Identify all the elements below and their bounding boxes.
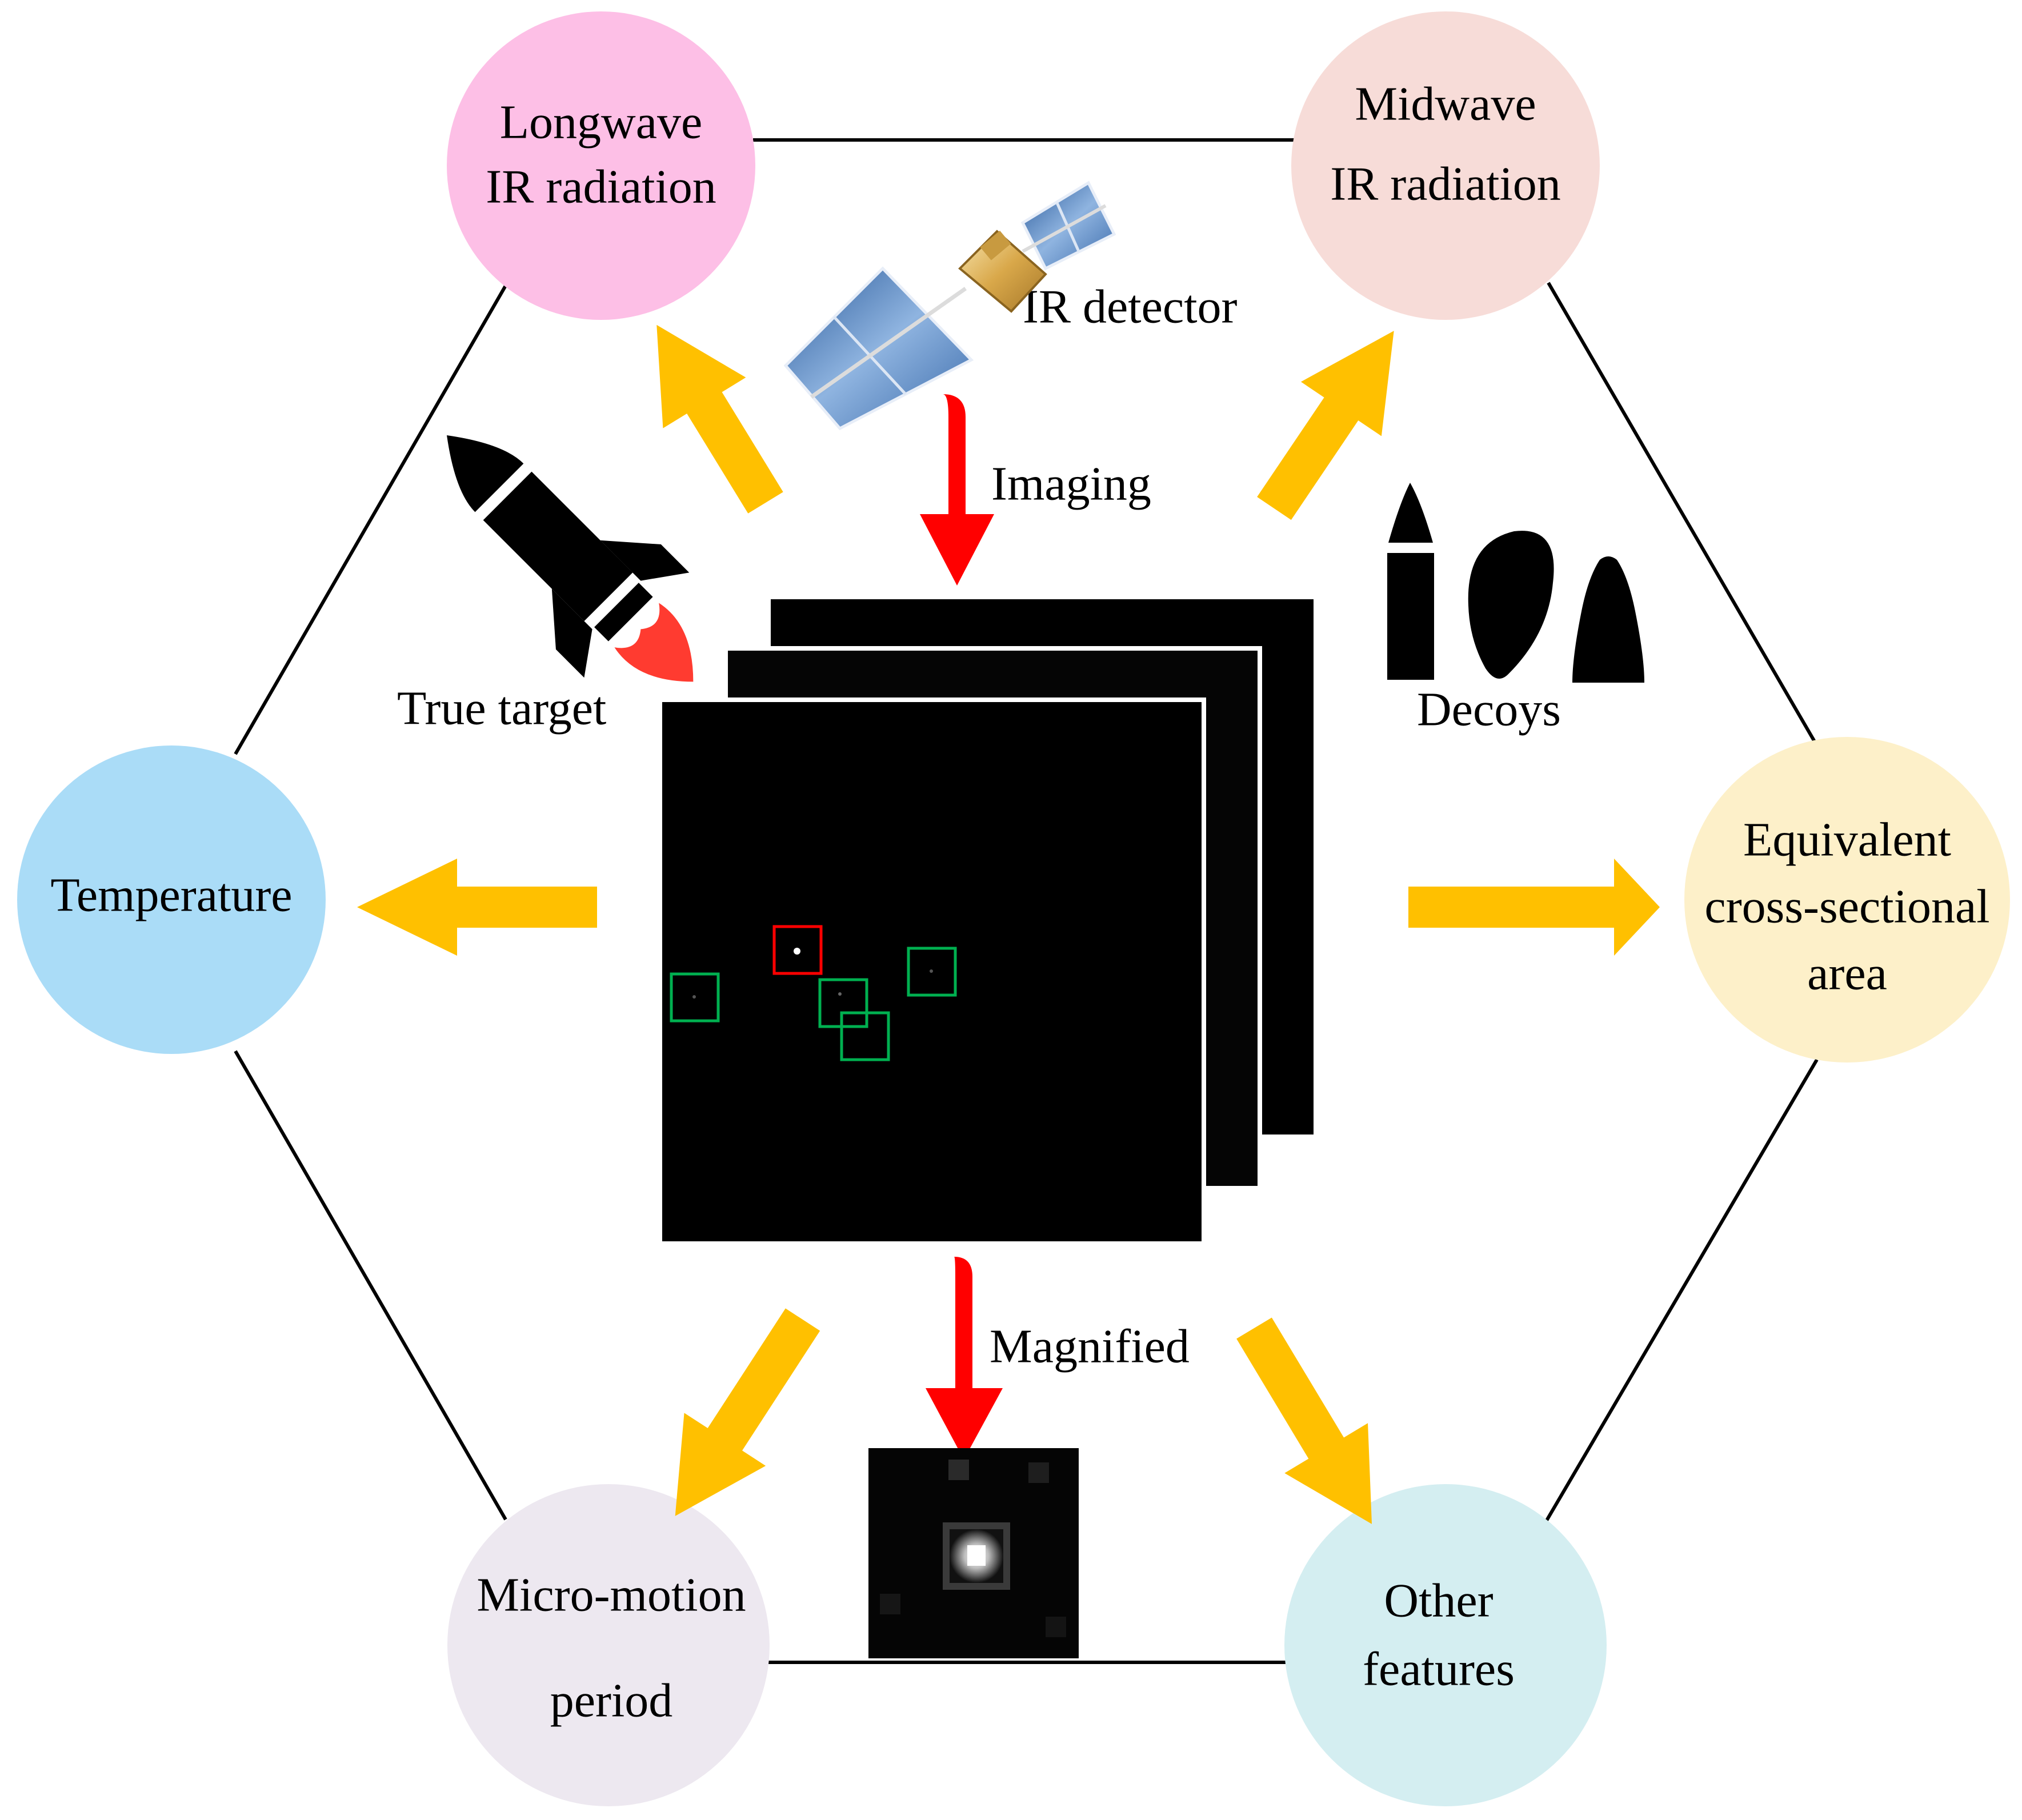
arrow-to-other [1236, 1317, 1372, 1524]
decoy-pointed-cylinder-body [1387, 553, 1434, 680]
node-longwave-circle [447, 11, 755, 320]
arrow-to-longwave [656, 324, 783, 514]
node-midwave-line1: Midwave [1355, 77, 1536, 130]
node-temperature-circle [17, 745, 326, 1054]
node-equivalent-line2: cross-sectional [1704, 880, 1989, 933]
node-temperature-label: Temperature [50, 868, 292, 921]
node-equivalent-line1: Equivalent [1743, 813, 1951, 866]
arrow-to-temperature [357, 859, 597, 956]
satellite-right-boom [1022, 204, 1107, 253]
hexagon-frame [234, 138, 1819, 1664]
red-arrows [920, 394, 1003, 1460]
ir-frame-stack [658, 595, 1318, 1246]
hex-edge-top-right [1547, 282, 1819, 747]
decoy-cone [1572, 556, 1644, 683]
true-target-point [794, 948, 800, 955]
yellow-arrows [357, 324, 1660, 1524]
arrow-magnified [926, 1257, 1003, 1460]
label-decoys: Decoys [1417, 683, 1561, 736]
true-target-box [772, 925, 823, 975]
magnified-noise-2 [1028, 1462, 1049, 1483]
hex-edge-top-left [234, 284, 507, 755]
node-equivalent-line3: area [1807, 947, 1887, 1000]
label-magnified: Magnified [990, 1320, 1190, 1373]
node-midwave: Midwave IR radiation [1291, 11, 1600, 320]
node-midwave-circle [1291, 11, 1600, 320]
arrow-to-micromotion [675, 1308, 820, 1516]
decoy-box-4 [907, 947, 957, 997]
node-other-circle [1284, 1484, 1607, 1806]
node-longwave-line2: IR radiation [486, 160, 716, 213]
arrow-imaging [920, 394, 994, 586]
label-true-target: True target [397, 682, 606, 735]
node-micromotion-circle [447, 1484, 770, 1806]
decoy-box-2 [818, 978, 868, 1028]
node-longwave: Longwave IR radiation [447, 11, 755, 320]
node-longwave-line1: Longwave [500, 95, 703, 149]
hex-edge-bottom-left [234, 1050, 507, 1521]
node-other-line1: Other [1384, 1574, 1493, 1627]
arrow-to-midwave [1257, 331, 1394, 520]
magnified-noise-3 [880, 1594, 900, 1614]
rocket-flame [614, 603, 694, 682]
magnified-patch [868, 1448, 1079, 1658]
satellite-icon [783, 181, 1116, 431]
arrow-to-equivalent [1408, 859, 1660, 956]
decoy-box-3 [840, 1011, 890, 1061]
node-equivalent-area: Equivalent cross-sectional area [1684, 737, 2010, 1063]
rocket-nozzle [594, 583, 653, 642]
satellite-left-boom [810, 287, 967, 399]
rocket-nose [447, 435, 524, 512]
satellite-top-box [980, 230, 1011, 260]
node-micromotion: Micro-motion period [447, 1484, 770, 1806]
node-micromotion-line2: period [550, 1674, 673, 1727]
decoy-shapes-icon [1387, 483, 1644, 683]
node-other-line2: features [1363, 1642, 1515, 1695]
magnified-noise-1 [948, 1460, 969, 1480]
decoy-teardrop [1468, 531, 1554, 679]
label-imaging: Imaging [991, 457, 1151, 510]
magnified-blob-core [967, 1545, 986, 1566]
decoy-box-1 [670, 972, 720, 1023]
node-micromotion-line1: Micro-motion [477, 1568, 746, 1621]
node-equivalent-circle [1684, 737, 2010, 1063]
decoy-pointed-cylinder-tip [1388, 483, 1433, 543]
node-other-features: Other features [1284, 1484, 1607, 1806]
decoy-point-1 [692, 995, 696, 999]
magnified-noise-4 [1046, 1617, 1066, 1637]
decoy-point-4 [930, 969, 933, 973]
node-midwave-line2: IR radiation [1330, 157, 1561, 210]
rocket-icon [447, 435, 694, 682]
label-ir-detector: IR detector [1023, 280, 1238, 333]
node-temperature: Temperature [17, 745, 326, 1054]
hex-edge-bottom-right [1544, 1059, 1819, 1524]
decoy-point-2 [838, 992, 842, 996]
rocket-body [483, 471, 633, 622]
